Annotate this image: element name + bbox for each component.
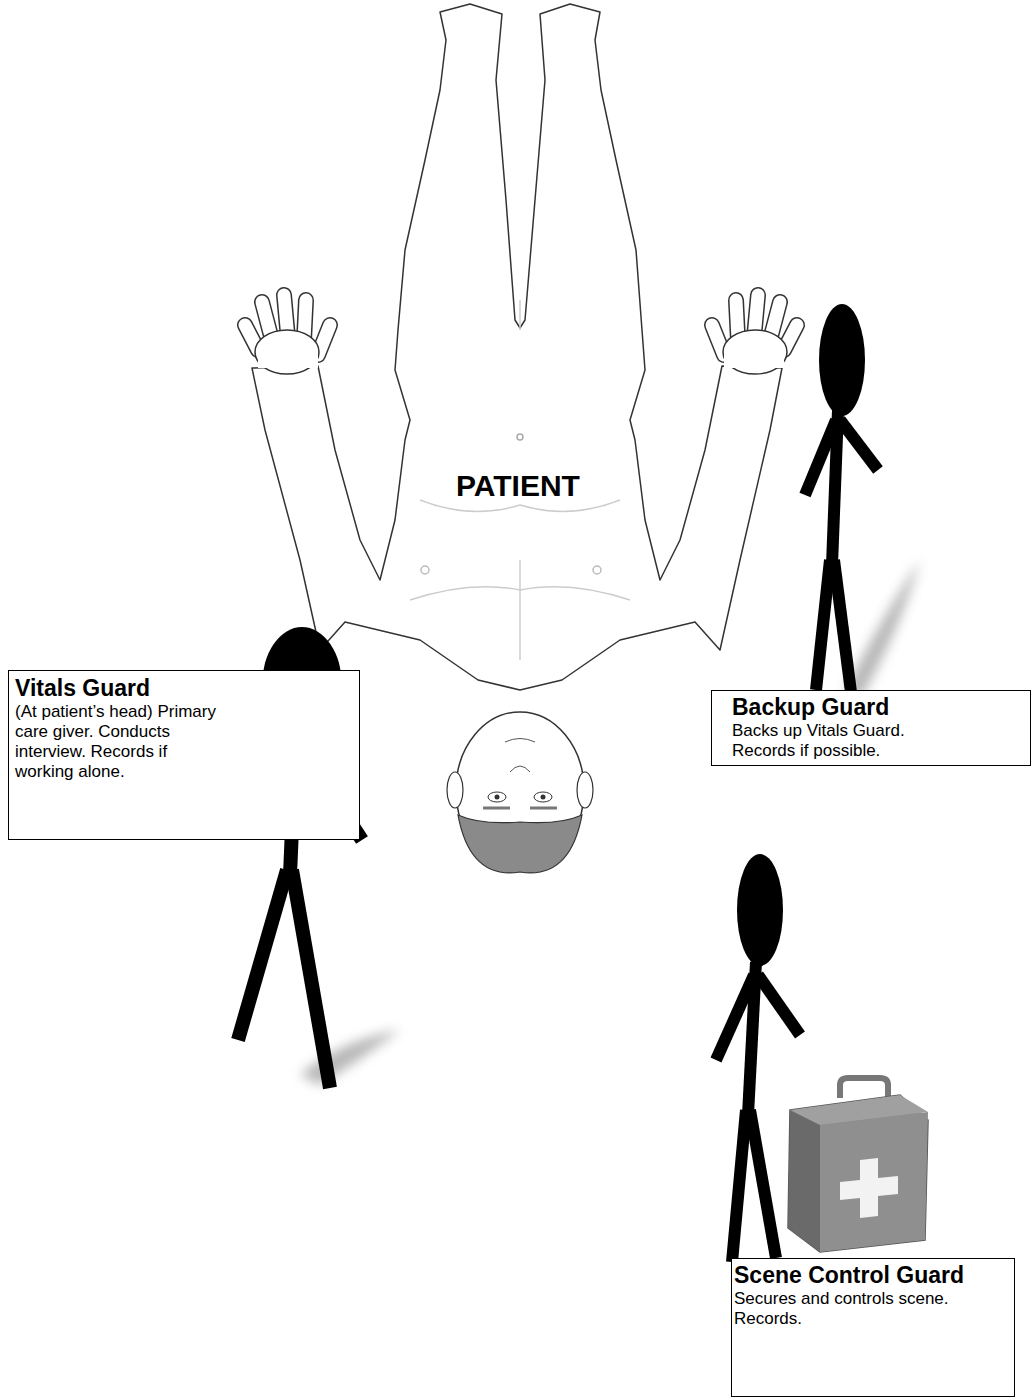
role-box: Vitals Guard(At patient’s head) Primary … [8, 670, 360, 840]
role-description: Backs up Vitals Guard. Records if possib… [732, 721, 937, 761]
patient-label: PATIENT [456, 469, 580, 503]
first-aid-kit [788, 1078, 928, 1252]
role-title: Backup Guard [732, 694, 1022, 721]
scene-control-guard-figure [716, 854, 800, 1262]
patient-body [252, 4, 782, 690]
role-box: Scene Control GuardSecures and controls … [731, 1258, 1015, 1397]
role-description: Secures and controls scene. Records. [734, 1289, 979, 1329]
role-title: Scene Control Guard [734, 1262, 1010, 1289]
role-description: (At patient’s head) Primary care giver. … [15, 702, 223, 782]
role-title: Vitals Guard [15, 675, 353, 702]
patient-hands [245, 295, 797, 374]
role-box: Backup GuardBacks up Vitals Guard. Recor… [711, 690, 1031, 766]
backup-guard-figure [805, 304, 878, 700]
patient-head [447, 712, 593, 873]
